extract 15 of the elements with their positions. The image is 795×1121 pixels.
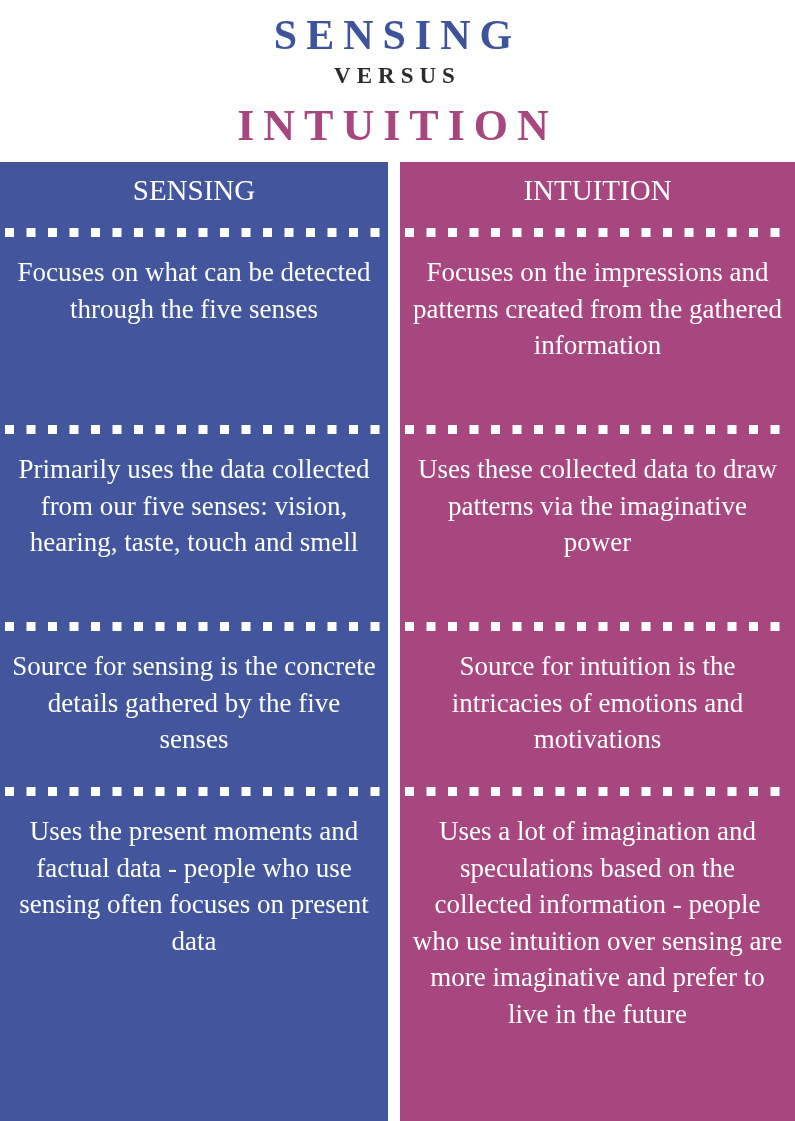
comparison-text: Uses the present moments and factual data - people who use sensing often focuses on present data: [18, 815, 370, 958]
column-panel: [400, 162, 795, 1121]
column-heading: INTUITION: [522, 173, 673, 208]
column-heading: SENSING: [131, 173, 257, 208]
comparison-text: Focuses on the impressions and patterns created from the gathered information: [412, 256, 783, 362]
column-panel: [0, 162, 388, 1121]
comparison-text: Uses these collected data to draw patterns via the imaginative power: [416, 453, 779, 559]
comparison-text: Primarily uses the data collected from our five senses: vision, hearing, taste, touch and smell: [17, 453, 371, 559]
comparison-text: Focuses on what can be detected through the five senses: [16, 256, 372, 326]
title-line: SENSING: [272, 11, 523, 60]
title-line: VERSUS: [333, 62, 462, 90]
comparison-text: Source for intuition is the intricacies of emotions and motivations: [450, 650, 745, 756]
comparison-text: Source for sensing is the concrete details gathered by the five senses: [12, 650, 376, 756]
title-line: INTUITION: [236, 100, 559, 152]
comparison-text: Uses a lot of imagination and speculations based on the collected information - people who use intuition over sensing are more imaginative and prefer to live in the future: [412, 815, 783, 1031]
